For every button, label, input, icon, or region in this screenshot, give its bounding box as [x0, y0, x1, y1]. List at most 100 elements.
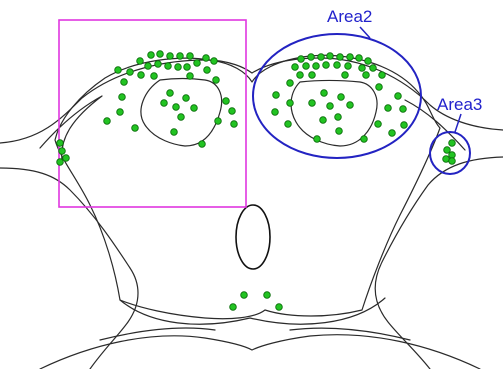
- cell-dot: [318, 54, 325, 61]
- cell-dot: [178, 114, 185, 121]
- cell-dot: [444, 147, 451, 154]
- cell-dot: [151, 73, 158, 80]
- cell-dot: [313, 63, 320, 70]
- cell-dot: [231, 121, 238, 128]
- cell-dot: [145, 63, 152, 70]
- cell-dot: [157, 51, 164, 58]
- cell-dot: [183, 95, 190, 102]
- cell-dot: [327, 53, 334, 60]
- cell-dot: [356, 55, 363, 62]
- cell-dot: [287, 80, 294, 87]
- cell-dot: [204, 67, 211, 74]
- cell-dot: [309, 72, 316, 79]
- dorsal-horn-left: [141, 79, 222, 147]
- cell-dot: [148, 52, 155, 59]
- cell-dot: [175, 64, 182, 71]
- cell-dot: [361, 136, 368, 143]
- cell-dot: [320, 117, 327, 124]
- cell-dot: [359, 65, 366, 72]
- cell-dot: [132, 125, 139, 132]
- cell-dot: [297, 72, 304, 79]
- cell-dot: [155, 61, 162, 68]
- cell-dot: [213, 77, 220, 84]
- cell-dot: [127, 69, 134, 76]
- cell-dot: [400, 106, 407, 113]
- cell-dot: [285, 121, 292, 128]
- cell-dot: [376, 84, 383, 91]
- cell-dot: [229, 108, 236, 115]
- outer-cord-outline-lower-left: [0, 168, 138, 369]
- inner-white-matter-line: [40, 96, 102, 160]
- cell-dot: [385, 105, 392, 112]
- cell-dot: [161, 100, 168, 107]
- cell-dot: [241, 292, 248, 299]
- cell-dot: [167, 53, 174, 60]
- cell-dot: [401, 122, 408, 129]
- cell-dot: [335, 114, 342, 121]
- cell-dot: [345, 63, 352, 70]
- outer-cord-outline-lower-right: [375, 157, 503, 369]
- cell-dot: [194, 60, 201, 67]
- cell-dot: [379, 72, 386, 79]
- cell-dot: [63, 155, 70, 162]
- cell-dot: [264, 292, 271, 299]
- ventral-lower-line-2: [100, 328, 410, 340]
- cell-dot: [57, 140, 64, 147]
- cell-dot: [119, 94, 126, 101]
- cell-dot: [321, 90, 328, 97]
- roi-box: [59, 20, 246, 207]
- cell-dot: [273, 92, 280, 99]
- cell-dot: [336, 128, 343, 135]
- cell-dot: [342, 72, 349, 79]
- cell-dot: [363, 72, 370, 79]
- area3-label: Area3: [437, 95, 482, 114]
- cell-dot: [199, 141, 206, 148]
- cell-dot: [347, 54, 354, 61]
- cell-dot: [117, 109, 124, 116]
- cell-dot: [184, 64, 191, 71]
- cell-dot: [104, 118, 111, 125]
- cell-dot: [121, 79, 128, 86]
- cell-dot: [187, 73, 194, 80]
- cell-dot: [191, 105, 198, 112]
- cell-dot: [167, 90, 174, 97]
- cell-dot: [334, 62, 341, 69]
- cell-dot: [165, 63, 172, 70]
- cell-dot: [338, 94, 345, 101]
- cell-dot: [59, 148, 66, 155]
- cell-dot: [298, 56, 305, 63]
- cell-dot: [57, 159, 64, 166]
- ventral-lower-line: [40, 335, 480, 369]
- grey-matter-outline: [55, 55, 440, 318]
- cell-dot: [389, 130, 396, 137]
- cell-dot: [177, 53, 184, 60]
- central-canal: [236, 205, 270, 269]
- cell-dot: [203, 55, 210, 62]
- cell-dot: [115, 67, 122, 74]
- cell-dot: [137, 58, 144, 65]
- cell-dot: [303, 63, 310, 70]
- cell-dot: [215, 118, 222, 125]
- cell-dot: [171, 129, 178, 136]
- cell-dot: [272, 109, 279, 116]
- cell-dot: [337, 54, 344, 61]
- tissue-outlines: [0, 55, 503, 369]
- cell-dot: [323, 62, 330, 69]
- area3-pointer-line: [455, 114, 461, 132]
- cell-dot: [287, 100, 294, 107]
- cell-dot: [375, 121, 382, 128]
- cell-dot: [309, 100, 316, 107]
- cell-dot: [327, 103, 334, 110]
- area2-label: Area2: [327, 7, 372, 26]
- cell-dot: [395, 93, 402, 100]
- cell-dots: [57, 51, 456, 311]
- cell-dot: [138, 72, 145, 79]
- cell-dot: [223, 98, 230, 105]
- cell-dot: [276, 304, 283, 311]
- cell-dot: [365, 58, 372, 65]
- cell-dot: [449, 140, 456, 147]
- cell-dot: [347, 102, 354, 109]
- cell-dot: [370, 65, 377, 72]
- cell-dot: [173, 104, 180, 111]
